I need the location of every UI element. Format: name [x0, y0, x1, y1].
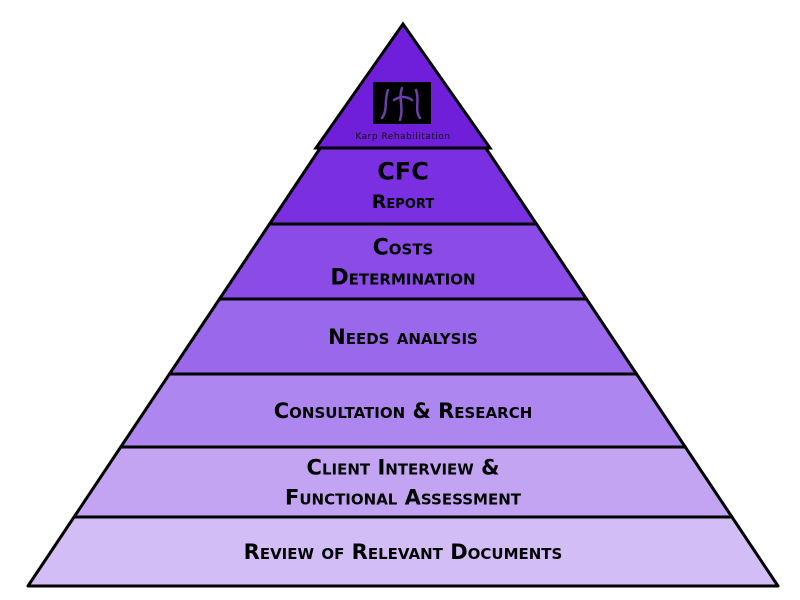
pyramid-apex: Karp Rehabilitation [313, 21, 493, 150]
tier-label: Client Interview & [307, 456, 500, 480]
logo-caption: Karp Rehabilitation [355, 132, 450, 142]
tier-segment [26, 515, 780, 588]
pyramid-tier-5: Client Interview & Functional Assessment [72, 445, 734, 519]
tier-label: Functional Assessment [285, 486, 522, 510]
tier-label: CFC [377, 158, 429, 186]
tier-label: Needs analysis [328, 325, 478, 349]
tier-label: Review of Relevant Documents [244, 540, 563, 564]
tier-label: Report [372, 191, 435, 213]
tier-label: Determination [330, 265, 475, 290]
pyramid-tier-3: Needs analysis [167, 297, 639, 376]
spine-logo-icon [380, 86, 422, 122]
tier-label: Consultation & Research [274, 399, 533, 423]
pyramid-tier-6: Review of Relevant Documents [26, 515, 780, 588]
tier-label: Costs [373, 235, 434, 260]
pyramid-tier-1: CFC Report [268, 146, 538, 226]
logo: Karp Rehabilitation [355, 82, 450, 142]
pyramid-tier-4: Consultation & Research [119, 372, 687, 449]
